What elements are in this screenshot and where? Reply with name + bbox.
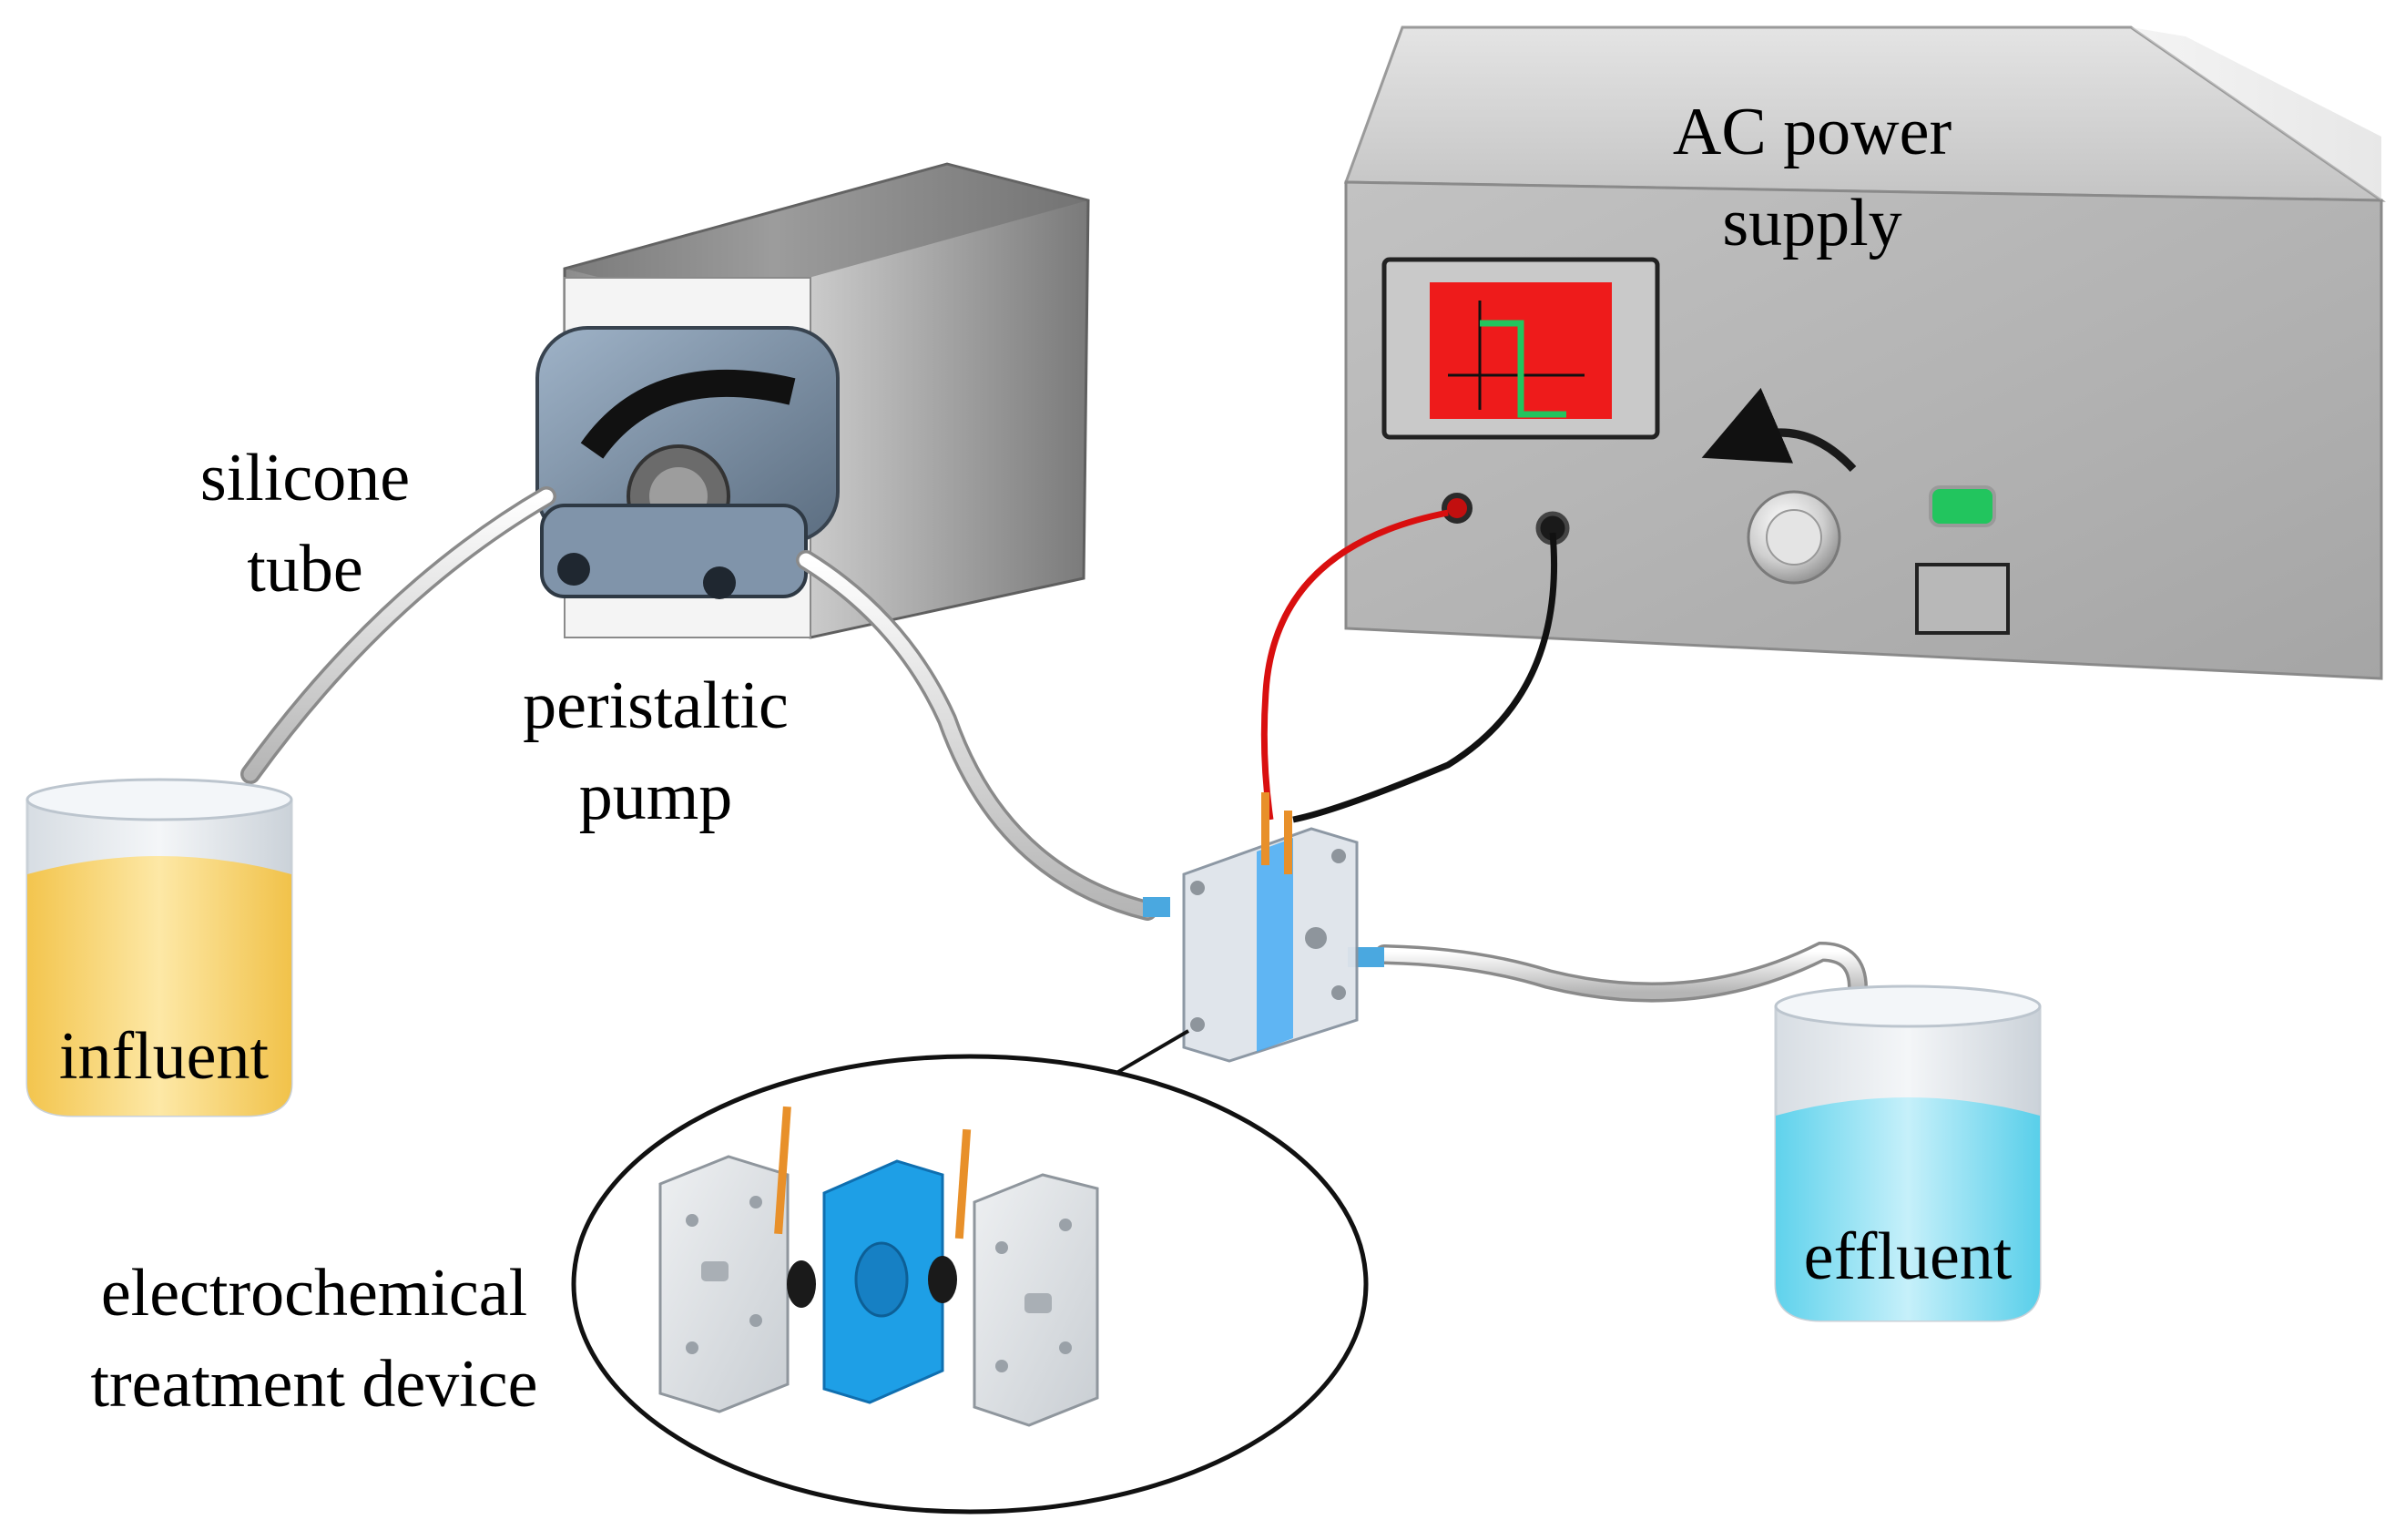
silicone-tube-label-line1: silicone: [199, 441, 411, 515]
electrochemical-device-label: electrochemical treatment device: [41, 1248, 587, 1430]
power-supply-display: [1381, 257, 1660, 440]
effluent-beaker: [1774, 984, 2042, 1322]
ac-power-supply-label: AC power supply: [1585, 87, 2040, 269]
ac-power-supply-label-line2: supply: [1722, 186, 1902, 260]
peristaltic-pump-label-line2: pump: [578, 760, 733, 834]
pump-head: [535, 326, 840, 599]
right-acrylic-plate: [973, 1173, 1099, 1427]
electrochemical-device-assembled: [1143, 792, 1384, 1063]
curved-arrow-counterclockwise-icon: [1701, 387, 1857, 473]
influent-liquid: [27, 856, 291, 1116]
peristaltic-pump-label: peristaltic pump: [483, 660, 829, 842]
influent-beaker: [25, 778, 293, 1117]
silicone-tube-label-line2: tube: [247, 532, 363, 607]
ac-power-supply-label-line1: AC power: [1672, 95, 1952, 169]
electrochemical-device-label-line2: treatment device: [90, 1347, 538, 1422]
waveform-axes: [1448, 301, 1585, 410]
silicone-tube: [240, 486, 1868, 1003]
left-acrylic-plate: [658, 1155, 790, 1413]
exploded-view: [571, 1054, 1369, 1515]
switch-button[interactable]: [1915, 563, 2010, 635]
indicator-led: [1929, 485, 1996, 527]
square-waveform: [1480, 320, 1566, 418]
left-electrode: [774, 1106, 791, 1235]
peristaltic-pump-label-line1: peristaltic: [523, 668, 789, 743]
negative-wire: [1292, 532, 1558, 823]
peristaltic-pump: [535, 162, 1090, 639]
effluent-label: effluent: [1803, 1219, 2013, 1294]
effluent-liquid: [1776, 1097, 2040, 1321]
ion-exchange-membrane: [822, 1159, 944, 1404]
electrochemical-device-label-line1: electrochemical: [100, 1256, 528, 1331]
left-gasket: [787, 1260, 816, 1308]
positive-terminal[interactable]: [1442, 493, 1473, 524]
electrode-tab: [1261, 792, 1269, 865]
electrode-tab: [1284, 811, 1292, 874]
right-electrode: [954, 1128, 972, 1239]
positive-wire: [1260, 509, 1449, 821]
ac-power-supply: [1343, 25, 2386, 680]
silicone-tube-label: silicone tube: [159, 433, 451, 615]
influent-label: influent: [58, 1019, 270, 1094]
right-gasket: [928, 1256, 957, 1303]
